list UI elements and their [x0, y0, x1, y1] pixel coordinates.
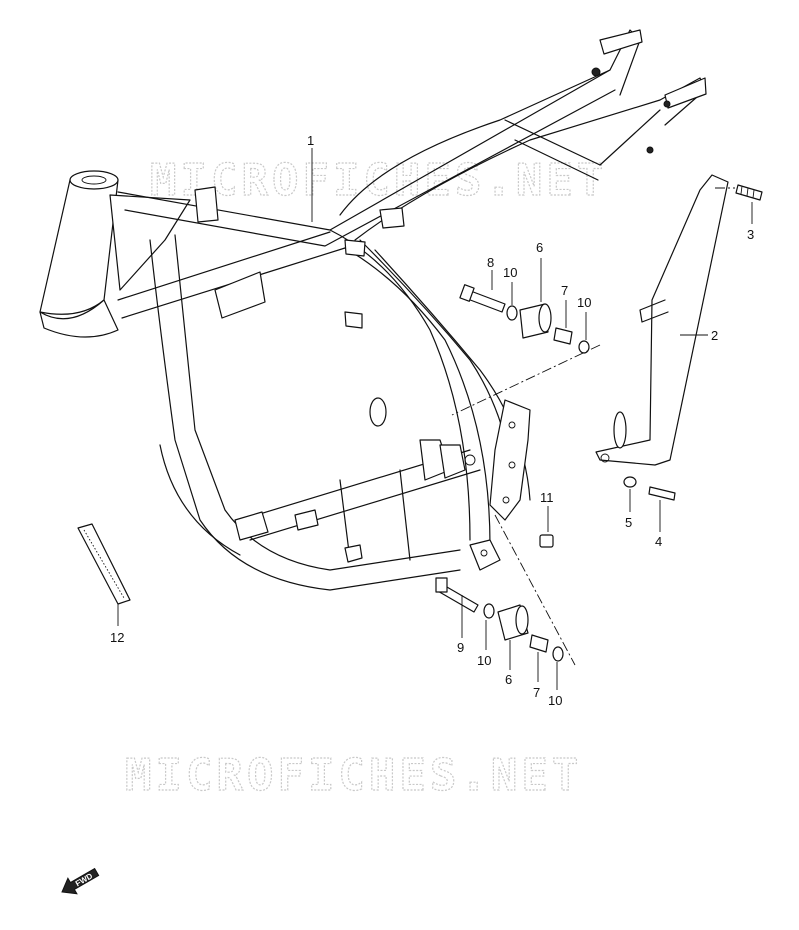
callout-1: 1: [307, 133, 314, 148]
callout-6: 6: [536, 240, 543, 255]
hardware-drawing: [77, 184, 763, 662]
alignment-lines: [451, 187, 735, 666]
callout-10: 10: [503, 265, 517, 280]
rear-stay-drawing: [595, 174, 729, 466]
callout-10: 10: [577, 295, 591, 310]
callout-5: 5: [625, 515, 632, 530]
callout-3: 3: [747, 227, 754, 242]
callout-2: 2: [711, 328, 718, 343]
frame-drawing: [39, 29, 707, 591]
leader-lines: [117, 148, 753, 690]
callout-labels: 1 2 3 4 5 6 7 8 10 10 11 9 10 6 7 10 12: [110, 133, 754, 708]
callout-6: 6: [505, 672, 512, 687]
callout-10: 10: [548, 693, 562, 708]
callout-7: 7: [561, 283, 568, 298]
watermark-bottom: MICROFICHES.NET: [125, 750, 582, 801]
watermark-top: MICROFICHES.NET: [150, 155, 607, 206]
fwd-arrow-icon: FWD: [61, 867, 100, 895]
callout-4: 4: [655, 534, 662, 549]
callout-8: 8: [487, 255, 494, 270]
callout-10: 10: [477, 653, 491, 668]
callout-11: 11: [540, 490, 554, 505]
callout-12: 12: [110, 630, 124, 645]
callout-9: 9: [457, 640, 464, 655]
callout-7: 7: [533, 685, 540, 700]
